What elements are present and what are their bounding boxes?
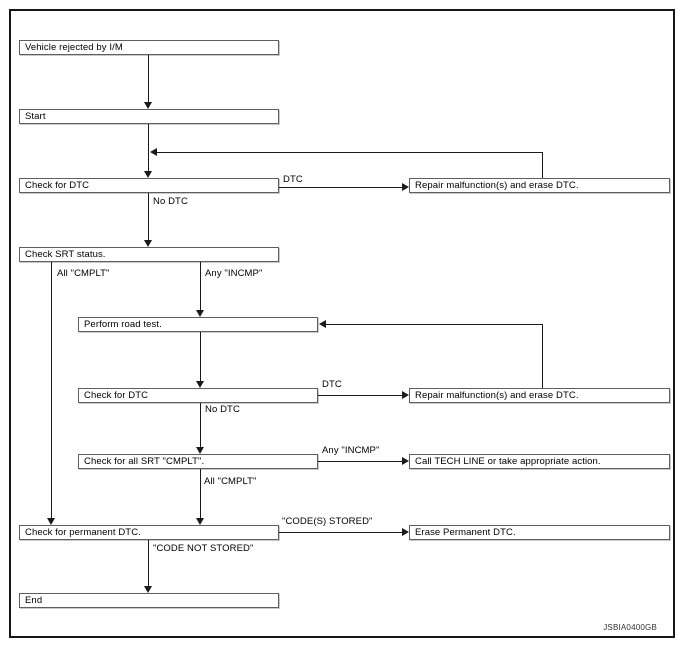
arrowhead-left-icon [150,148,157,156]
arrowhead-down-icon [196,447,204,454]
node-check-all-srt-cmplt: Check for all SRT "CMPLT". [78,454,318,469]
arrowhead-right-icon [402,391,409,399]
node-check-permanent-dtc: Check for permanent DTC. [19,525,279,540]
edge-repair1-feedback-riser [542,152,543,178]
edge-anyincmp-to-roadtest [200,262,201,310]
node-perform-road-test: Perform road test. [78,317,318,332]
edge-checkdtc1-to-repair1 [279,187,402,188]
edge-allcmplt-to-permanent [51,262,52,518]
arrowhead-down-icon [144,102,152,109]
node-end: End [19,593,279,608]
edge-label-codes-stored: "CODE(S) STORED" [282,516,373,527]
node-check-dtc-2: Check for DTC [78,388,318,403]
node-repair-1: Repair malfunction(s) and erase DTC. [409,178,670,193]
node-check-srt-status: Check SRT status. [19,247,279,262]
edge-label-all-cmplt-1: All "CMPLT" [57,268,110,279]
edge-checkdtc2-to-checkall [200,403,201,447]
edge-start-to-checkdtc1 [148,124,149,171]
edge-label-no-dtc-1: No DTC [153,196,188,207]
edge-roadtest-to-checkdtc2 [200,332,201,381]
edge-label-all-cmplt-2: All "CMPLT" [204,476,257,487]
arrowhead-right-icon [402,183,409,191]
edge-repair2-feedback-riser [542,324,543,388]
figure-code: JSBIA0400GB [603,623,657,632]
edge-repair1-feedback-run [157,152,543,153]
edge-checkall-to-permanent [200,469,201,518]
arrowhead-down-icon [196,518,204,525]
edge-label-dtc-2: DTC [322,379,342,390]
node-vehicle-rejected: Vehicle rejected by I/M [19,40,279,55]
node-call-tech-line: Call TECH LINE or take appropriate actio… [409,454,670,469]
edge-label-no-dtc-2: No DTC [205,404,240,415]
arrowhead-down-icon [144,171,152,178]
edge-label-dtc-1: DTC [283,174,303,185]
edge-vehicle-to-start [148,55,149,102]
arrowhead-down-icon [144,240,152,247]
node-check-dtc-1: Check for DTC [19,178,279,193]
edge-checkdtc2-to-repair2 [318,395,402,396]
edge-permanent-to-end [148,540,149,586]
edge-label-any-incmp-2: Any "INCMP" [322,445,380,456]
node-repair-2: Repair malfunction(s) and erase DTC. [409,388,670,403]
node-erase-permanent-dtc: Erase Permanent DTC. [409,525,670,540]
arrowhead-down-icon [144,586,152,593]
edge-checkdtc1-to-checksrt [148,193,149,240]
edge-checkall-to-techline [318,461,402,462]
edge-permanent-to-erase [279,532,402,533]
arrowhead-down-icon [196,310,204,317]
edge-repair2-feedback-run [326,324,543,325]
arrowhead-right-icon [402,528,409,536]
node-start: Start [19,109,279,124]
arrowhead-left-icon [319,320,326,328]
arrowhead-right-icon [402,457,409,465]
arrowhead-down-icon [47,518,55,525]
edge-label-code-not-stored: "CODE NOT STORED" [153,543,254,554]
edge-label-any-incmp-1: Any "INCMP" [205,268,263,279]
arrowhead-down-icon [196,381,204,388]
diagram-border [9,9,675,638]
